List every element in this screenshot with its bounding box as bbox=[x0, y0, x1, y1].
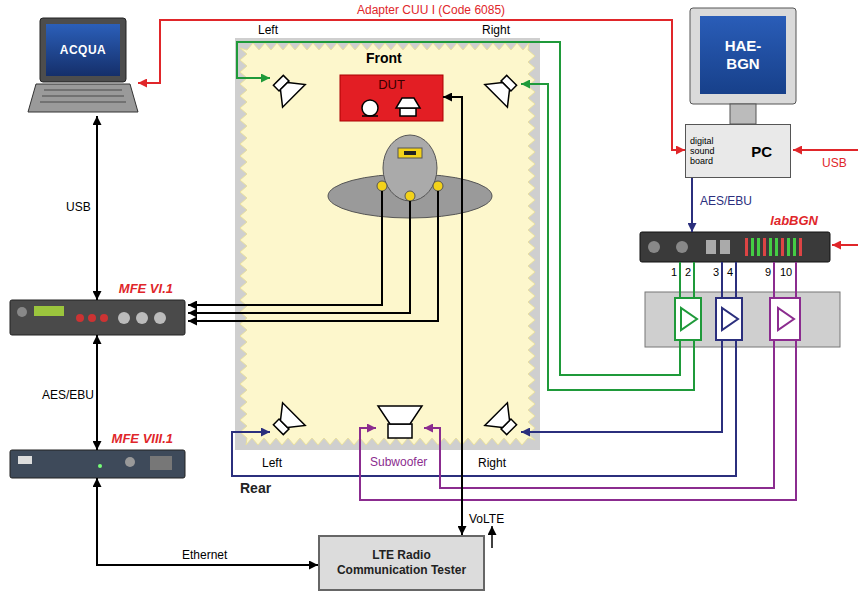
connector bbox=[96, 116, 98, 300]
laptop-node: ACQUA bbox=[28, 18, 138, 116]
labbgn-device bbox=[640, 232, 830, 262]
labbgn-box: labBGN bbox=[640, 232, 830, 262]
room-absorber bbox=[240, 43, 535, 445]
pc-box: digital sound board PC bbox=[685, 124, 791, 178]
lte-tester-box: LTE Radio Communication Tester bbox=[318, 535, 485, 591]
position-label: Front bbox=[366, 51, 402, 65]
room-wall bbox=[235, 38, 540, 450]
amplifier-rack bbox=[645, 292, 840, 347]
node-title: MFE VIII.1 bbox=[112, 431, 173, 447]
node-title: labBGN bbox=[770, 213, 818, 229]
monitor bbox=[690, 8, 796, 124]
laptop bbox=[28, 18, 138, 112]
node-title: MFE VI.1 bbox=[119, 281, 173, 297]
connector bbox=[96, 335, 98, 450]
connector-label: VoLTE bbox=[467, 512, 506, 526]
dut-device bbox=[340, 75, 443, 121]
mfe-viii-box: MFE VIII.1 bbox=[10, 450, 185, 478]
channel-number: 1 bbox=[671, 265, 677, 279]
connector-label: Ethernet bbox=[180, 548, 229, 562]
speakers bbox=[267, 69, 523, 441]
node-title: DUT bbox=[340, 77, 443, 92]
connector-label: USB bbox=[64, 200, 93, 214]
node-title: HAE-BGN bbox=[713, 37, 773, 73]
position-label: USB bbox=[822, 156, 847, 170]
monitor-screen: HAE-BGN bbox=[700, 16, 786, 94]
position-label: Left bbox=[262, 456, 282, 470]
channel-number: 9 bbox=[765, 265, 771, 279]
connector-label: AES/EBU bbox=[698, 194, 754, 208]
connector-label: Adapter CUU I (Code 6085) bbox=[355, 3, 507, 17]
position-label: Left bbox=[258, 23, 278, 37]
connector bbox=[443, 97, 462, 535]
mfe-vi-box: MFE VI.1 bbox=[10, 300, 185, 335]
channel-number: 10 bbox=[780, 265, 792, 279]
channel-number: 2 bbox=[685, 265, 691, 279]
speaker-wires bbox=[232, 42, 858, 548]
node-title: digital sound board bbox=[690, 136, 730, 166]
node-title: ACQUA bbox=[46, 24, 120, 76]
room-floor bbox=[247, 50, 528, 438]
connector bbox=[138, 20, 685, 150]
channel-number: 3 bbox=[713, 265, 719, 279]
mic-wires bbox=[188, 191, 438, 321]
connector bbox=[691, 178, 693, 232]
position-label: Right bbox=[478, 456, 506, 470]
connector bbox=[97, 478, 318, 565]
position-label: Rear bbox=[240, 481, 271, 495]
channel-number: 4 bbox=[727, 265, 733, 279]
mfe-vi-device bbox=[10, 300, 185, 335]
connector-label: AES/EBU bbox=[40, 388, 96, 402]
node-title: LTE Radio Communication Tester bbox=[328, 548, 475, 578]
position-label: Subwoofer bbox=[370, 455, 427, 469]
node-text: PC bbox=[751, 143, 786, 160]
position-label: Right bbox=[482, 23, 510, 37]
dut-box: DUT bbox=[340, 75, 443, 121]
mfe-viii-device bbox=[10, 450, 185, 478]
